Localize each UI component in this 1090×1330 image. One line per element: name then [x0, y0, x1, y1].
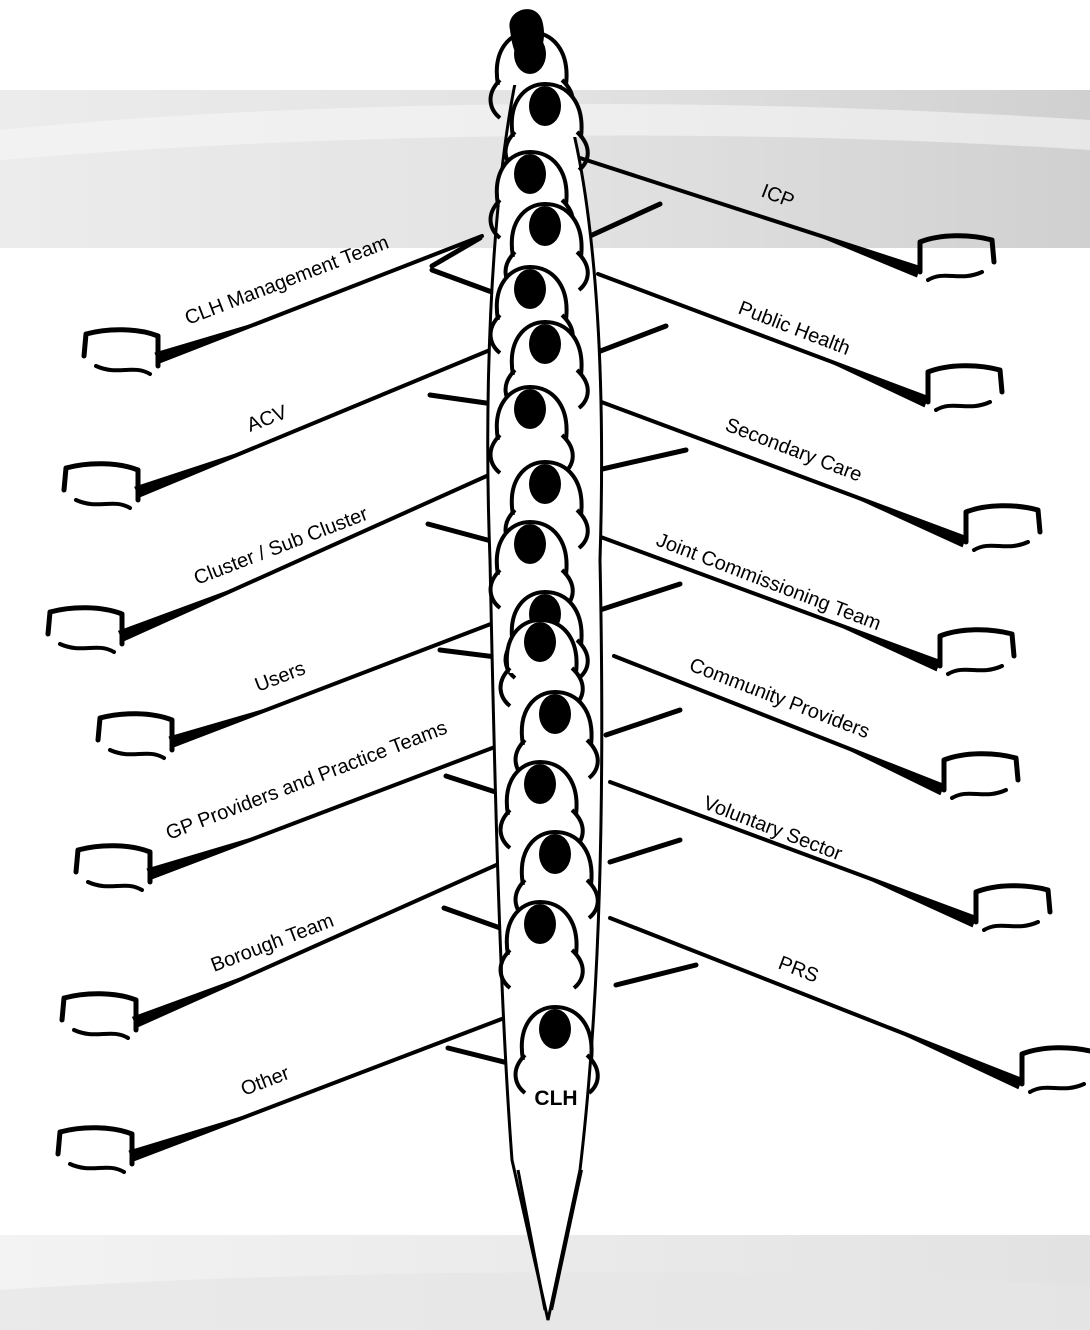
oar-shaft-right-10 — [598, 536, 940, 662]
rower-14-head — [524, 904, 556, 944]
oar-wedge-8 — [813, 355, 929, 408]
oar-label-acv: ACV — [244, 401, 291, 437]
rower-13-head — [539, 834, 571, 874]
oar-shaft-left-1 — [138, 350, 490, 496]
oar-wedge-4 — [146, 830, 275, 878]
oar-stub-5 — [598, 450, 686, 470]
oar-wedge-5 — [132, 967, 268, 1026]
oar-stub-7 — [600, 584, 680, 610]
oar-grip-8 — [936, 402, 990, 410]
oar-wedge-2 — [118, 581, 254, 641]
rower-7-head — [529, 464, 561, 504]
oar-shaft-right-8 — [598, 274, 928, 398]
oar-grip-13 — [1030, 1084, 1084, 1092]
oar-label-prs: PRS — [775, 952, 821, 987]
rower-4-head — [514, 269, 546, 309]
oar-blade-4 — [76, 846, 150, 882]
oar-grip-0 — [96, 366, 150, 374]
oar-wedge-9 — [837, 490, 967, 548]
oar-label-other: Other — [238, 1062, 293, 1101]
rower-1-head — [529, 86, 561, 126]
oar-shaft-right-9 — [596, 400, 966, 538]
rower-15-head — [539, 1009, 571, 1049]
oar-grip-6 — [70, 1164, 124, 1172]
boat-label: CLH — [534, 1087, 577, 1110]
oar-wedge-13 — [878, 1023, 1022, 1089]
oar-grip-3 — [110, 750, 164, 758]
oar-blade-9 — [966, 506, 1040, 542]
oar-shaft-left-3 — [172, 622, 496, 746]
oar-grip-7 — [928, 272, 982, 280]
oar-label-joint-commissioning: Joint Commissioning Team — [653, 529, 884, 635]
oar-shaft-left-6 — [132, 1012, 520, 1160]
oar-grip-9 — [974, 542, 1028, 550]
oar-stub-3 — [590, 326, 666, 355]
oar-stub-9 — [606, 710, 680, 735]
oar-blade-13 — [1022, 1048, 1090, 1084]
rower-6-head — [514, 389, 546, 429]
oar-wedge-3 — [168, 703, 285, 746]
rower-8-head — [514, 524, 546, 564]
oar-label-cluster: Cluster / Sub Cluster — [191, 503, 371, 590]
oar-grip-4 — [88, 882, 142, 890]
oar-label-users: Users — [252, 657, 309, 696]
oar-shaft-right-13 — [610, 918, 1022, 1080]
oar-stub-2 — [432, 270, 500, 295]
oar-blade-5 — [62, 994, 136, 1030]
rower-10-head — [524, 622, 556, 662]
oar-blade-3 — [98, 714, 172, 750]
oar-wedge-1 — [134, 445, 261, 496]
oar-blade-12 — [976, 886, 1050, 922]
oar-stub-11 — [610, 840, 680, 862]
oar-blade-10 — [940, 630, 1014, 666]
oar-label-public-health: Public Health — [735, 297, 853, 360]
rower-3-head — [529, 206, 561, 246]
oar-stub-13 — [616, 965, 696, 985]
oar-blade-2 — [48, 608, 122, 644]
oar-grip-1 — [76, 500, 130, 508]
oar-blade-6 — [58, 1128, 132, 1164]
oar-wedge-0 — [154, 318, 271, 362]
oar-wedge-10 — [820, 618, 940, 671]
oar-blade-1 — [64, 464, 138, 500]
oar-label-voluntary-sector: Voluntary Sector — [700, 792, 845, 865]
oar-wedge-6 — [128, 1108, 267, 1160]
rower-11-head — [539, 694, 571, 734]
oar-blade-0 — [84, 330, 158, 366]
rower-2-head — [514, 154, 546, 194]
rower-5-head — [529, 324, 561, 364]
oar-label-community-providers: Community Providers — [686, 654, 872, 743]
oar-grip-12 — [984, 922, 1038, 930]
oar-blade-8 — [928, 366, 1002, 402]
oar-grip-10 — [948, 666, 1002, 674]
oar-grip-5 — [74, 1030, 128, 1038]
oar-grip-2 — [60, 644, 114, 652]
oar-wedge-11 — [829, 741, 945, 796]
oar-blade-11 — [944, 754, 1018, 790]
oar-grip-11 — [952, 790, 1006, 798]
rower-12-head — [524, 764, 556, 804]
oar-wedge-12 — [848, 870, 976, 927]
oar-shaft-right-12 — [610, 782, 976, 918]
